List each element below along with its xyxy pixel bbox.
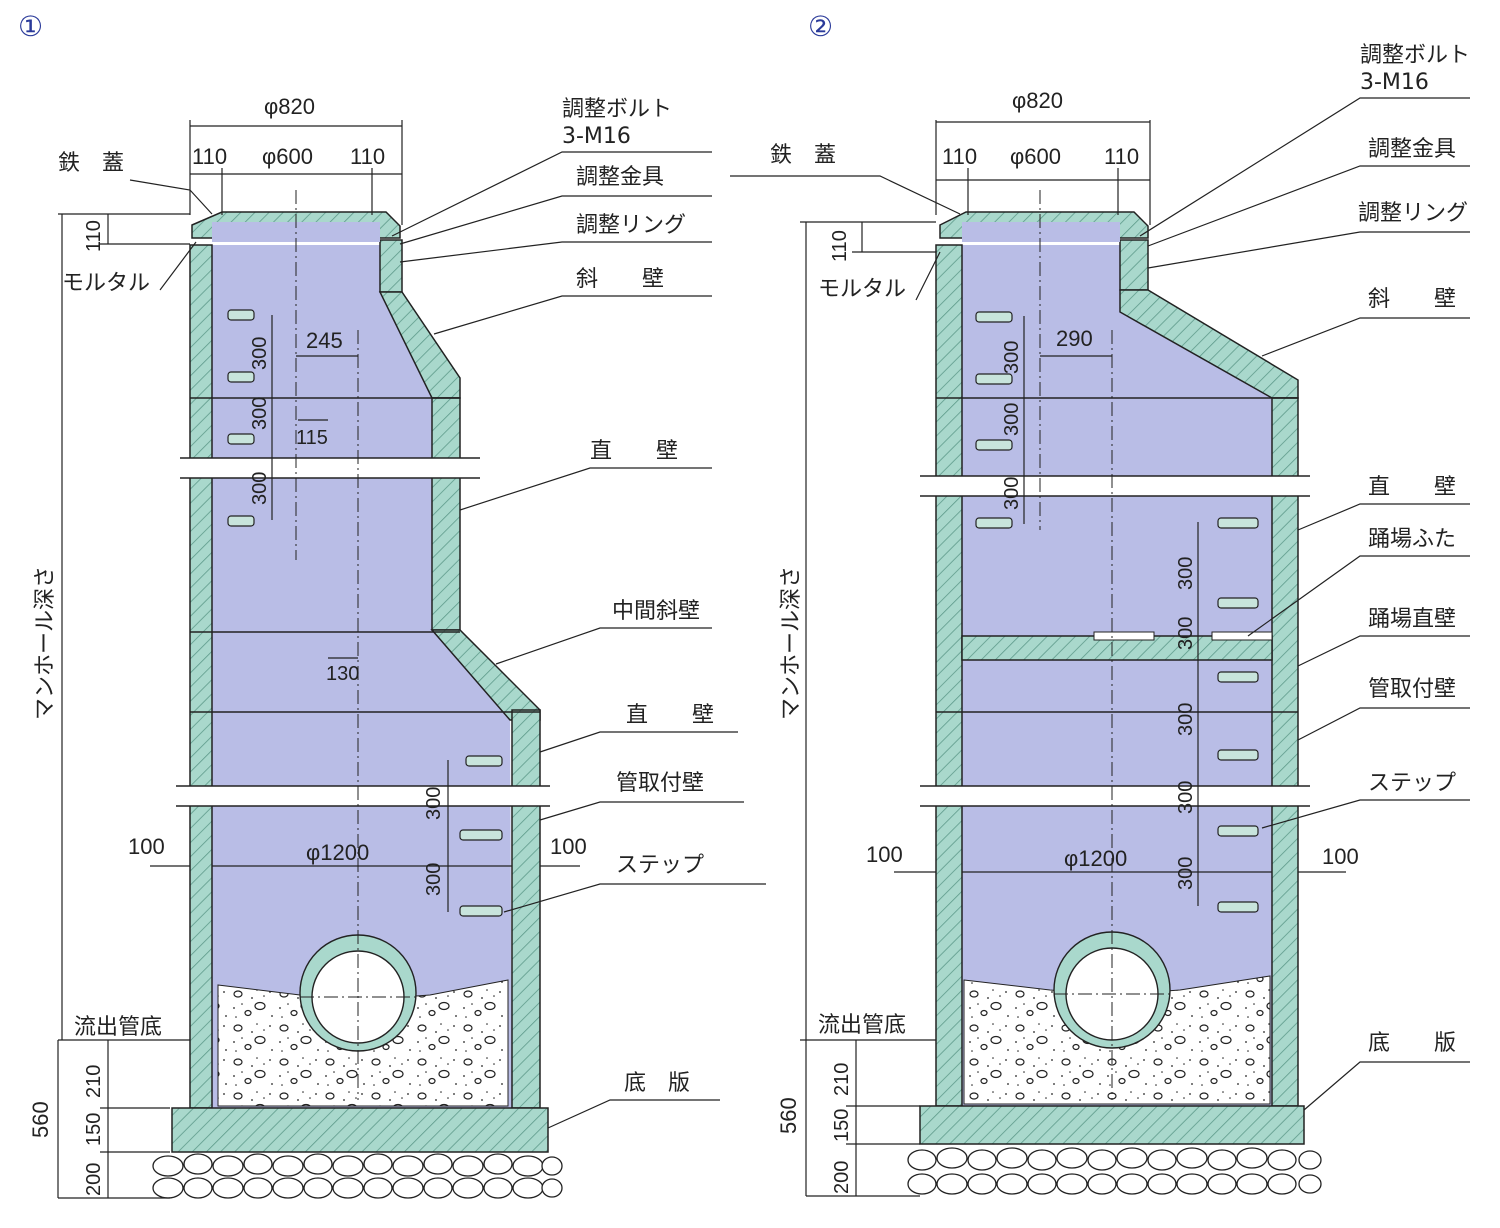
dim-200-2: 200	[831, 1161, 853, 1194]
label-slope-1: 斜 壁	[576, 267, 664, 292]
label-ring-1: 調整リング	[576, 213, 686, 238]
ring-wall-2	[1119, 239, 1149, 291]
dim-600-2: φ600	[1010, 144, 1061, 169]
label-slope-2: 斜 壁	[1368, 287, 1456, 312]
dim-st300a-2: 300	[1001, 341, 1023, 374]
dim-560-2: 560	[776, 1097, 801, 1134]
dim-820-1: φ820	[264, 94, 315, 119]
dim-st300f-2: 300	[1175, 703, 1197, 736]
left-wall-1	[189, 244, 213, 1109]
dim-245-1: 245	[306, 328, 343, 353]
step-rungs-2	[975, 311, 1259, 913]
label-step-2: ステップ	[1368, 771, 1456, 796]
dim-150-2: 150	[831, 1109, 853, 1142]
dim-560-1: 560	[28, 1101, 53, 1138]
manhole-diagram-2: ②	[730, 11, 1470, 1197]
dim-st300c-2: 300	[1001, 477, 1023, 510]
dim-210-1: 210	[83, 1065, 105, 1098]
straight-wall-right-2	[1271, 397, 1299, 1107]
dim-st300d-2: 300	[1175, 557, 1197, 590]
label-pipewall-1: 管取付壁	[616, 771, 704, 796]
label-bolt-1a: 調整ボルト	[562, 97, 672, 122]
landing-lid-a-2	[1093, 631, 1155, 641]
dim-110b-2: 110	[1104, 144, 1139, 169]
dim-110a-1: 110	[192, 144, 227, 169]
dim-t100a-1: 100	[128, 834, 165, 859]
bottom-slab-2	[919, 1105, 1305, 1145]
dim-1200-1: φ1200	[306, 840, 369, 865]
diagram-number-1: ①	[18, 11, 43, 42]
dim-st300e-1: 300	[423, 863, 445, 896]
dim-h110-1: 110	[83, 220, 105, 252]
dim-st300b-1: 300	[249, 397, 271, 430]
ring-wall-1	[379, 239, 403, 293]
dim-110a-2: 110	[942, 144, 977, 169]
foundation-stones-1	[152, 1153, 563, 1199]
dim-t100b-2: 100	[1322, 844, 1359, 869]
dim-150-1: 150	[83, 1113, 105, 1146]
bottom-slab-1	[171, 1107, 549, 1153]
diagram-number-2: ②	[808, 11, 833, 42]
dim-110b-1: 110	[350, 144, 385, 169]
dim-t100a-2: 100	[866, 842, 903, 867]
label-cover-2: 鉄 蓋	[770, 143, 836, 168]
dim-115-1: 115	[296, 427, 328, 449]
label-fitting-2: 調整金具	[1368, 137, 1456, 162]
dim-st300e-2: 300	[1175, 617, 1197, 650]
left-wall-2	[935, 244, 963, 1107]
label-midslope-1: 中間斜壁	[612, 599, 700, 624]
label-slab-2: 底 版	[1368, 1031, 1456, 1056]
foundation-stones-2	[907, 1147, 1322, 1195]
label-slab-1: 底 版	[624, 1071, 690, 1096]
dim-290-2: 290	[1056, 326, 1093, 351]
dim-st300d-1: 300	[423, 787, 445, 820]
slope-wall-1	[378, 291, 461, 399]
label-mortar-1: モルタル	[62, 271, 150, 296]
label-outflow-1: 流出管底	[74, 1015, 162, 1040]
label-landinglid-2: 踊場ふた	[1368, 527, 1456, 552]
label-ring-2: 調整リング	[1358, 201, 1468, 226]
dim-600-1: φ600	[262, 144, 313, 169]
straight-wall-right-1	[431, 397, 461, 631]
label-mortar-2: モルタル	[818, 277, 906, 302]
depth-label-1: マンホール深さ	[33, 566, 58, 720]
dim-210-2: 210	[831, 1063, 853, 1096]
manhole-diagram-1: ①	[18, 11, 766, 1199]
landing-lid-b-2	[1211, 631, 1273, 641]
label-bolt-2a: 調整ボルト	[1360, 43, 1470, 68]
dim-h110-2: 110	[829, 230, 851, 262]
dim-st300c-1: 300	[249, 472, 271, 505]
dim-st300a-1: 300	[249, 337, 271, 370]
label-bolt-2b: 3-M16	[1360, 70, 1429, 95]
label-fitting-1: 調整金具	[576, 165, 664, 190]
dim-200-1: 200	[83, 1163, 105, 1196]
dim-1200-2: φ1200	[1064, 846, 1127, 871]
label-straight2-1: 直 壁	[626, 703, 714, 728]
label-outflow-2: 流出管底	[818, 1013, 906, 1038]
dim-820-2: φ820	[1012, 88, 1063, 113]
dim-130-1: 130	[326, 663, 359, 685]
label-straight-2: 直 壁	[1368, 475, 1456, 500]
label-straight-1: 直 壁	[590, 439, 678, 464]
label-step-1: ステップ	[616, 853, 704, 878]
cover-plate-2	[962, 222, 1120, 242]
label-bolt-1b: 3-M16	[562, 124, 631, 149]
step-rungs-1	[227, 309, 503, 917]
depth-label-2: マンホール深さ	[779, 566, 804, 720]
label-pipewall-2: 管取付壁	[1368, 677, 1456, 702]
dim-st300h-2: 300	[1175, 857, 1197, 890]
label-cover-1: 鉄 蓋	[58, 151, 124, 176]
dim-st300g-2: 300	[1175, 781, 1197, 814]
label-landingwall-2: 踊場直壁	[1368, 607, 1456, 632]
dim-st300b-2: 300	[1001, 403, 1023, 436]
dim-t100b-1: 100	[550, 834, 587, 859]
